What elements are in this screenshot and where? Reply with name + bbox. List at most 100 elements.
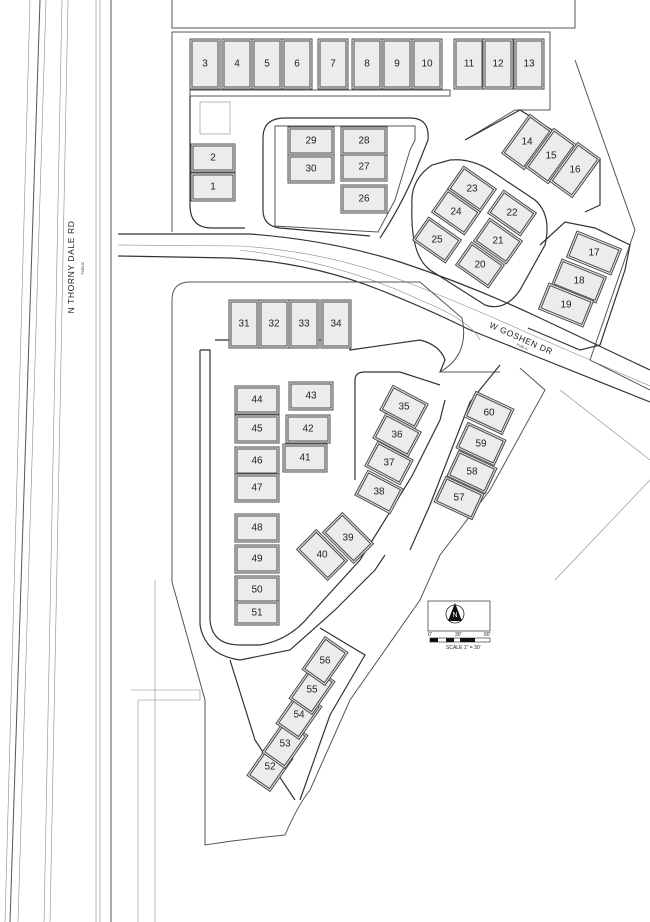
lot-hatch [236,448,278,474]
lot-18: 18 [550,258,608,304]
lot-32: 32 [258,299,290,349]
lot-number: 1 [210,182,216,193]
lot-number: 37 [383,458,395,469]
lot-hatch [236,475,278,501]
lot-number: 17 [588,248,600,259]
lot-number: 10 [421,59,433,70]
lot-hatch [484,40,512,88]
lot-40: 40 [295,528,349,582]
lot-number: 30 [305,164,317,175]
lot-number: 35 [398,402,410,413]
lot-number: 40 [316,550,328,561]
site-boundary [171,0,650,581]
lot-50: 50 [234,575,280,605]
lot-hatch [287,416,329,442]
lot-12: 12 [482,38,514,90]
lot-hatch [503,116,551,168]
lot-number: 16 [569,165,581,176]
lot-number: 24 [450,207,462,218]
lot-number: 19 [560,300,572,311]
lot-38: 38 [354,469,404,515]
lot-42: 42 [285,414,331,444]
lot-hatch [260,301,288,347]
lot-number: 23 [466,184,478,195]
lot-number: 9 [394,59,400,70]
lot-hatch [290,383,332,409]
lot-number: 20 [474,260,486,271]
lot-hatch [553,260,605,302]
lot-hatch [466,393,512,433]
lot-4: 4 [221,38,253,90]
street-name-west: N THORNY DALE RD [66,221,76,314]
lot-hatch [236,515,278,541]
lot-number: 49 [251,554,263,565]
lot-hatch [236,416,278,442]
lot-8: 8 [351,38,383,90]
lot-hatch [568,232,620,274]
lot-2: 2 [190,143,236,173]
lot-number: 28 [358,136,370,147]
lot-hatch [436,478,482,518]
lot-hatch [236,577,278,603]
lot-number: 26 [358,194,370,205]
lot-number: 43 [305,391,317,402]
lot-44: 44 [234,385,280,415]
lot-number: 5 [264,59,270,70]
south-parcel [171,281,546,846]
lot-34: 34 [320,299,352,349]
lot-27: 27 [340,152,388,182]
lot-22: 22 [486,189,538,237]
lot-number: 51 [251,608,263,619]
lot-number: 29 [305,136,317,147]
lot-24: 24 [430,188,482,236]
lot-hatch [527,130,575,182]
lot-hatch [356,472,402,512]
lot-hatch [223,40,251,88]
lot-number: 39 [342,533,354,544]
lot-20: 20 [454,241,506,289]
street-sub-west: PUBLIC [81,261,85,274]
lot-number: 12 [492,59,504,70]
lot-number: 15 [545,151,557,162]
lot-hatch [289,128,333,154]
street-sub-east: PUBLIC [516,343,530,352]
lot-number: 33 [298,319,310,330]
lot-number: 7 [330,59,336,70]
north-arrow-icon: N [427,600,491,632]
lot-hatch [551,144,599,196]
lot-hatch [192,174,234,200]
lot-47: 47 [234,473,280,503]
lot-hatch [236,602,278,624]
lot-number: 59 [475,439,487,450]
lot-number: 52 [264,762,276,773]
lot-hatch [449,168,495,210]
lot-number: 38 [373,487,385,498]
lot-60: 60 [463,390,515,436]
lot-10: 10 [411,38,443,90]
lot-hatch [322,301,350,347]
lot-number: 55 [306,685,318,696]
lot-hatch [236,546,278,572]
lot-hatch [413,40,441,88]
lot-9: 9 [381,38,413,90]
lot-number: 32 [268,319,280,330]
lot-46: 46 [234,446,280,476]
lot-30: 30 [287,154,335,184]
lot-hatch [353,40,381,88]
lot-51: 51 [234,600,280,626]
lot-hatch [289,156,333,182]
lot-number: 31 [238,319,250,330]
lot-number: 11 [464,59,475,70]
street-sub-thorny-dale: PUBLIC [81,261,85,274]
lot-number: 14 [521,137,533,148]
lot-hatch [324,514,372,562]
scale-tick-30: 30' [455,632,462,638]
lot-hatch [540,284,592,326]
lot-number: 57 [453,493,465,504]
north-arrow-letter: N [452,612,457,619]
lot-hatch [414,219,460,261]
lot-45: 45 [234,414,280,444]
lot-5: 5 [251,38,283,90]
lot-hatch [342,154,386,180]
lot-11: 11 [453,38,485,90]
